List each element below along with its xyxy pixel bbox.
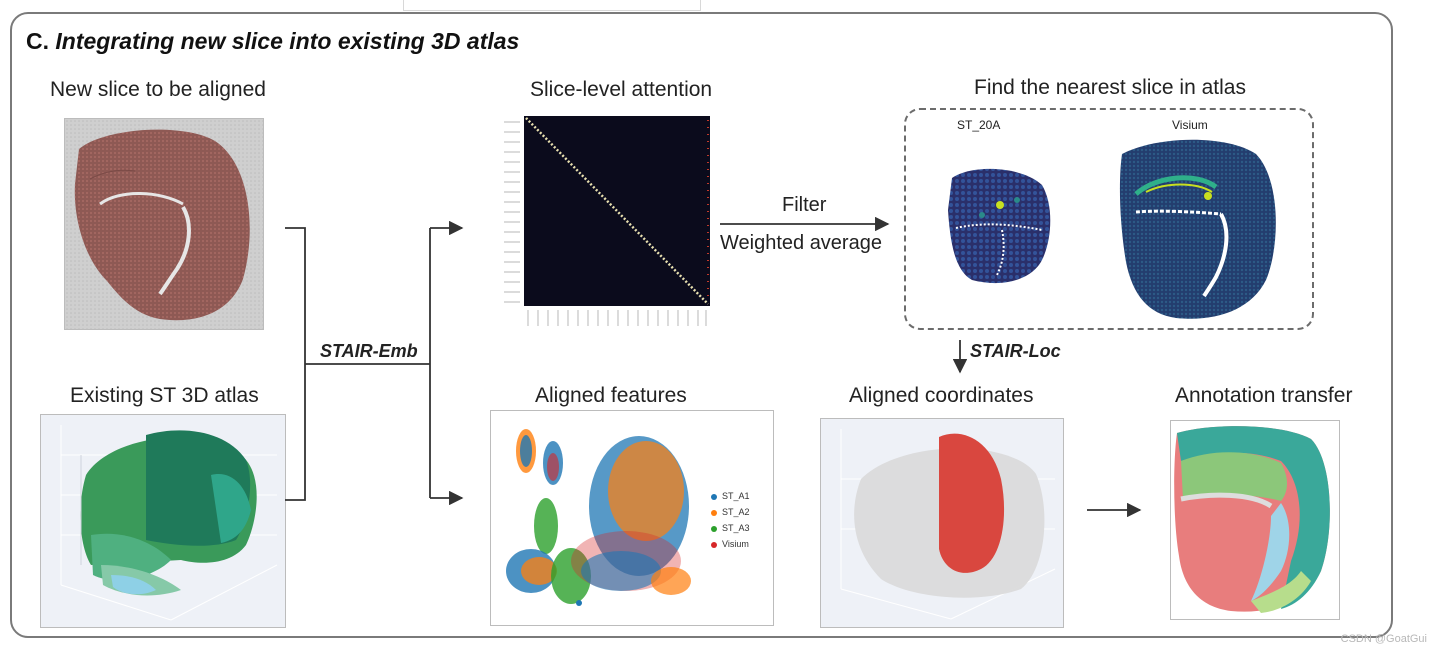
legend-dot [711,493,717,500]
watermark: CSDN @GoatGui [1340,633,1427,645]
annotation-transfer-plot [1174,426,1330,613]
find-nearest-label: Find the nearest slice in atlas [974,76,1246,99]
nearest-slice-box [904,108,1314,330]
nearest-slice-left-name: ST_20A [957,118,1001,132]
visium-slice-plot [1119,139,1276,319]
panel-frame [10,12,1393,638]
aligned-features-umap [506,429,691,606]
aligned-coordinates-plot [821,419,1063,627]
attention-heatmap-image [498,112,714,330]
panel-letter: C. [26,28,49,54]
legend-dot [711,509,717,516]
filter-label: Filter [782,194,827,216]
legend-label: Visium [722,539,749,549]
new-slice-tissue [65,119,263,329]
weighted-average-label: Weighted average [720,232,882,254]
panel-title: C. Integrating new slice into existing 3… [26,28,519,55]
st20a-slice-plot [948,168,1051,284]
left-bracket [285,227,306,501]
stair-loc-label: STAIR-Loc [970,341,1061,361]
aligned-coordinates-image [820,418,1064,628]
panel-title-text: Integrating new slice into existing 3D a… [55,28,520,54]
legend-item: ST_A3 [711,523,750,533]
aligned-coordinates-label: Aligned coordinates [849,384,1034,407]
existing-atlas-image [40,414,286,628]
legend-label: ST_A3 [722,523,750,533]
legend-dot [711,525,717,532]
attention-heatmap [504,116,710,326]
new-slice-label: New slice to be aligned [50,78,266,101]
top-strip [0,0,1431,12]
legend-label: ST_A2 [722,507,750,517]
top-strip-segment [403,0,701,11]
stair-emb-label: STAIR-Emb [320,341,418,361]
legend-label: ST_A1 [722,491,750,501]
existing-atlas-label: Existing ST 3D atlas [70,384,259,407]
legend-dot [711,541,717,548]
new-slice-image [64,118,264,330]
legend-item: ST_A1 [711,491,750,501]
nearest-slice-right-name: Visium [1172,118,1208,132]
aligned-features-image: ST_A1 ST_A2 ST_A3 Visium [490,410,774,626]
atlas-3d-plot [41,415,285,627]
slice-attention-label: Slice-level attention [530,78,713,101]
legend-item: Visium [711,539,749,549]
annotation-transfer-label: Annotation transfer [1175,384,1353,407]
legend-item: ST_A2 [711,507,750,517]
aligned-features-label: Aligned features [535,384,687,407]
annotation-transfer-image [1170,420,1340,620]
